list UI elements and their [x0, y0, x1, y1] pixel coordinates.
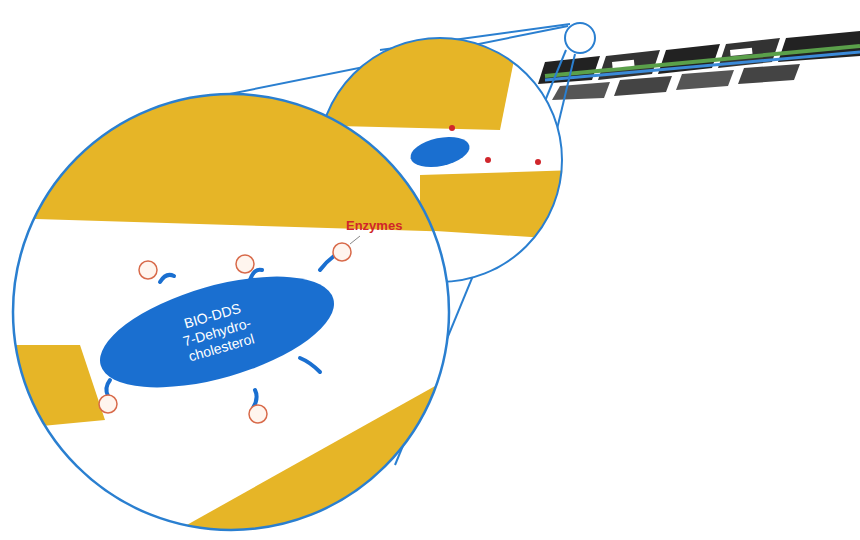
large-zoom [0, 80, 460, 540]
molecule-ellipse: BIO-DDS7-Dehydro-cholesterol [92, 268, 342, 396]
annotation-label: Enzymes [346, 218, 402, 233]
zoom-origin [565, 23, 595, 53]
